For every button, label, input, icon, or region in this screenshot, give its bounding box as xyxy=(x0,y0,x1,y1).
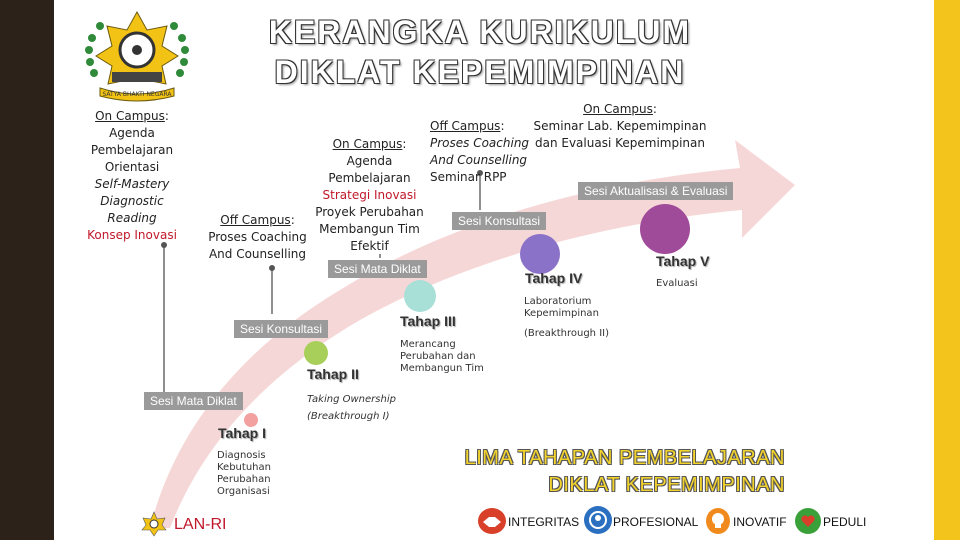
tahap-4-dot xyxy=(520,234,560,274)
lightbulb-icon xyxy=(706,508,730,534)
tahap-3-label: Tahap III xyxy=(400,313,456,329)
col1-line: Orientasi xyxy=(104,160,160,174)
sesi-label-5: Sesi Aktualisasi & Evaluasi xyxy=(578,182,734,200)
col3-line: Pembelajaran xyxy=(328,171,411,185)
desc-line: Organisasi xyxy=(217,486,270,497)
desc-line: Merancang xyxy=(400,339,456,350)
column-on-campus-3: On Campus: Seminar Lab. Kepemimpinan dan… xyxy=(530,101,710,152)
tahap-2-label: Tahap II xyxy=(307,366,359,382)
desc-line: Diagnosis xyxy=(217,450,266,461)
column-off-campus-1: Off Campus: Proses Coaching And Counsell… xyxy=(205,212,310,263)
value-inovatif: INOVATIF xyxy=(733,515,787,529)
small-emblem-icon xyxy=(140,510,168,538)
desc-line: Membangun Tim xyxy=(400,363,484,374)
headline-line2: DIKLAT KEPEMIMPINAN xyxy=(548,474,785,496)
sesi-label-2: Sesi Konsultasi xyxy=(234,320,329,338)
heart-hand-icon xyxy=(795,508,821,534)
col3-line: Membangun Tim xyxy=(319,222,420,236)
desc-line: Perubahan dan xyxy=(400,351,476,362)
right-accent-bar xyxy=(934,0,960,540)
profesional-icon xyxy=(584,506,612,534)
colon: : xyxy=(500,119,505,133)
colon: : xyxy=(402,137,407,151)
desc-line: Perubahan xyxy=(217,474,271,485)
col2-heading: Off Campus xyxy=(220,213,291,227)
svg-text:SATYA BHAKTI NEGARA: SATYA BHAKTI NEGARA xyxy=(102,91,172,98)
col2-line: Proses Coaching xyxy=(208,230,307,244)
value-profesional: PROFESIONAL xyxy=(613,515,699,529)
col3-line: Proyek Perubahan xyxy=(315,205,424,219)
col3-line: Efektif xyxy=(350,239,389,253)
desc-line: Taking Ownership xyxy=(307,394,396,405)
colon: : xyxy=(164,109,169,123)
col4-heading: Off Campus xyxy=(430,119,501,133)
tahap-2-dot xyxy=(304,341,328,365)
tahap-4-desc: Laboratorium Kepemimpinan (Breakthrough … xyxy=(524,296,609,340)
col1-line: Konsep Inovasi xyxy=(87,228,177,242)
tahap-1-label: Tahap I xyxy=(218,425,266,441)
tahap-3-desc: Merancang Perubahan dan Membangun Tim xyxy=(400,339,484,375)
col1-line: Self-Mastery xyxy=(94,177,170,191)
page-title-line1: KERANGKA KURIKULUM xyxy=(268,14,692,50)
col5-line: Seminar Lab. Kepemimpinan xyxy=(533,119,707,133)
col3-line: Agenda xyxy=(346,154,393,168)
col5-line: dan Evaluasi Kepemimpinan xyxy=(534,136,705,150)
tahap-5-label: Tahap V xyxy=(656,253,710,269)
desc-line: (Breakthrough II) xyxy=(524,328,609,339)
desc-line: Kebutuhan xyxy=(217,462,271,473)
tahap-2-desc: Taking Ownership (Breakthrough I) xyxy=(307,391,396,425)
headline-line1: LIMA TAHAPAN PEMBELAJARAN xyxy=(464,447,785,469)
col5-heading: On Campus xyxy=(583,102,653,116)
sesi-label-4: Sesi Konsultasi xyxy=(452,212,547,230)
page-title-line2: DIKLAT KEPEMIMPINAN xyxy=(274,54,686,90)
connector-node xyxy=(161,242,167,248)
col3-line: Strategi Inovasi xyxy=(322,188,417,202)
column-on-campus-1: On Campus: Agenda Pembelajaran Orientasi… xyxy=(82,108,182,244)
col4-line: Seminar RPP xyxy=(430,170,507,184)
tahap-3-dot xyxy=(404,280,436,312)
column-off-campus-2: Off Campus: Proses Coaching And Counsell… xyxy=(430,118,535,186)
col1-line: Agenda xyxy=(109,126,155,140)
col1-heading: On Campus xyxy=(95,109,165,123)
left-sidebar xyxy=(0,0,54,540)
tahap-4-label: Tahap IV xyxy=(525,270,583,286)
column-on-campus-2: On Campus: Agenda Pembelajaran Strategi … xyxy=(312,136,427,255)
emblem-logo: SATYA BHAKTI NEGARA xyxy=(82,8,192,103)
sesi-label-1: Sesi Mata Diklat xyxy=(144,392,243,410)
col1-line: Pembelajaran xyxy=(90,143,174,157)
value-peduli: PEDULI xyxy=(823,515,867,529)
integritas-icon xyxy=(478,508,506,534)
col2-line: And Counselling xyxy=(208,247,307,261)
tahap-1-dot xyxy=(244,413,258,427)
value-integritas: INTEGRITAS xyxy=(508,515,580,529)
desc-line: Kepemimpinan xyxy=(524,308,599,319)
desc-line: Laboratorium xyxy=(524,296,592,307)
desc-line: (Breakthrough I) xyxy=(307,411,390,422)
footer-org-label: LAN-RI xyxy=(174,516,227,533)
connector-node xyxy=(269,265,275,271)
tahap-1-desc: Diagnosis Kebutuhan Perubahan Organisasi xyxy=(217,450,271,498)
col1-line: Reading xyxy=(107,211,157,225)
col3-heading: On Campus xyxy=(332,137,403,151)
connector-node xyxy=(477,170,483,176)
col1-line: Diagnostic xyxy=(100,194,164,208)
colon: : xyxy=(290,213,295,227)
col4-line: And Counselling xyxy=(430,153,528,167)
col4-line: Proses Coaching xyxy=(430,136,530,150)
tahap-5-desc: Evaluasi xyxy=(656,278,698,289)
tahap-5-dot xyxy=(640,204,690,254)
colon: : xyxy=(652,102,657,116)
sesi-label-3: Sesi Mata Diklat xyxy=(328,260,427,278)
